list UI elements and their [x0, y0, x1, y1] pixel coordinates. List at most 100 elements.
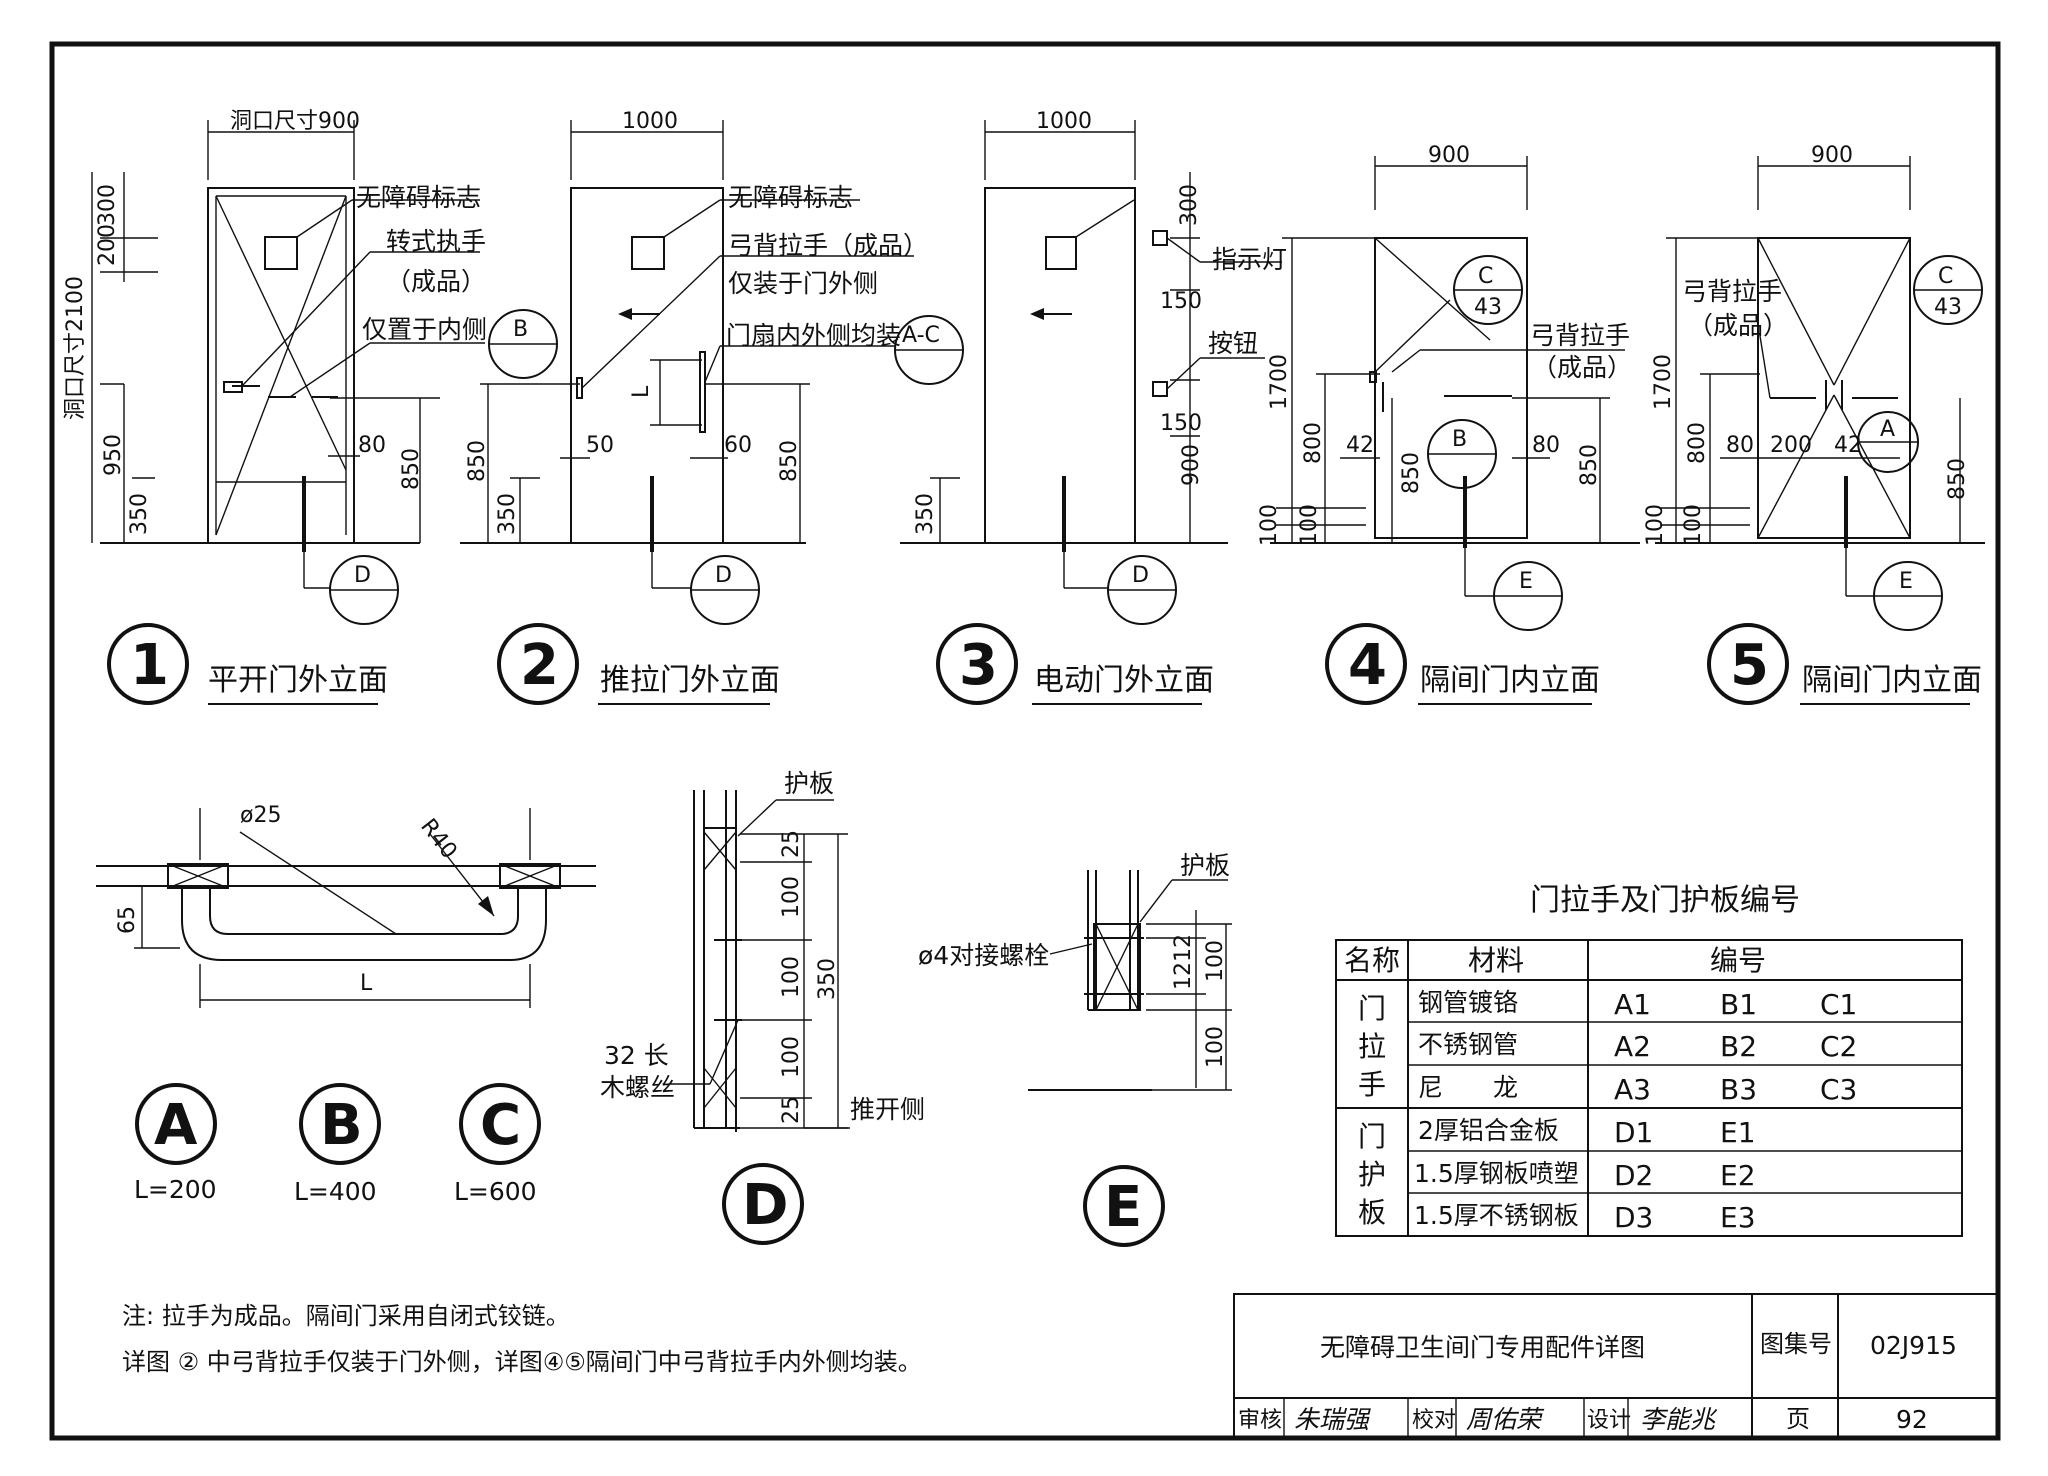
ref-e-letter: E: [1519, 569, 1533, 594]
table-header-name: 名称: [1344, 944, 1400, 977]
dim-200: 200: [95, 224, 120, 266]
dim-65: 65: [115, 906, 140, 934]
dim-100-b: 100: [1203, 1026, 1228, 1068]
dim-1700: 1700: [1651, 354, 1676, 410]
table-cell-code: B3: [1720, 1073, 1757, 1106]
dim-l: L: [629, 385, 654, 398]
handle-type-a-length: L=200: [134, 1175, 217, 1204]
label-bow-handle: 弓背拉手: [1530, 321, 1630, 350]
num-circle-1: [107, 623, 189, 705]
dim-850-left: 850: [1399, 452, 1424, 494]
accessibility-sign-icon: [264, 236, 298, 270]
ref-circle-d: [329, 555, 399, 625]
num-circle-3: [936, 623, 1018, 705]
elevation-1: 洞口尺寸900 洞口尺寸2100 300 200 950 350 80 850 …: [63, 109, 558, 705]
dim-width-4: 900: [1428, 143, 1470, 168]
table-title: 门拉手及门护板编号: [1530, 883, 1800, 918]
ref-43: 43: [1934, 295, 1962, 320]
ref-b-letter: B: [1452, 427, 1467, 452]
table-header-material: 材料: [1468, 944, 1524, 977]
dim-80: 80: [1726, 433, 1754, 458]
table-cell-code: A3: [1614, 1073, 1651, 1106]
ref-circle-b: [488, 309, 558, 379]
handle-types: A L=200 B L=400 C L=600: [134, 1083, 541, 1206]
label-outside-only: 仅装于门外侧: [728, 269, 878, 298]
label-bow-handle: 弓背拉手: [1682, 277, 1782, 306]
ref-d-letter: D: [1132, 563, 1149, 588]
dim-350: 350: [127, 493, 152, 535]
code-table: 门拉手及门护板编号 名称 材料 编号 门 拉 手 钢管镀铬 A1 B1 C1 不…: [1335, 883, 1963, 1237]
table-cell-material: 1.5厚钢板喷塑: [1414, 1159, 1579, 1188]
handle-type-b-letter: B: [320, 1093, 363, 1158]
ref-d-letter: D: [354, 563, 371, 588]
table-cell-code: D3: [1614, 1201, 1653, 1234]
dim-radius: R40: [415, 814, 461, 863]
dim-150-top: 150: [1160, 289, 1202, 314]
label-push-button: 按钮: [1208, 329, 1258, 358]
ref-a-c-letter: A-C: [902, 323, 940, 348]
table-cell-code: B1: [1720, 988, 1757, 1021]
caption-4: 隔间门内立面: [1420, 663, 1600, 698]
dim-width-2: 1000: [622, 109, 678, 134]
ref-circle-b: [1427, 419, 1497, 489]
num-circle-4: [1325, 623, 1407, 705]
title-block-page-no: 92: [1896, 1405, 1928, 1434]
dim-100-a: 100: [1257, 504, 1282, 546]
dim-850: 850: [399, 448, 424, 490]
title-block-check-sig: 周佑荣: [1466, 1405, 1545, 1434]
ref-d-letter: D: [715, 563, 732, 588]
label-bow-handle: 弓背拉手（成品）: [728, 231, 928, 260]
detail-d-circle: [722, 1163, 804, 1245]
handle-type-c-letter: C: [480, 1093, 521, 1158]
handle-type-b: [299, 1083, 381, 1165]
title-block-design-label: 设计: [1587, 1408, 1631, 1433]
num-1: 1: [130, 633, 169, 698]
dim-width-1: 洞口尺寸900: [230, 109, 360, 134]
detail-e-letter: E: [1104, 1175, 1142, 1240]
ref-e-letter: E: [1899, 569, 1913, 594]
table-cell-code: C1: [1820, 988, 1857, 1021]
ref-circle-d: [690, 555, 760, 625]
label-lever-handle: 转式执手: [386, 227, 486, 256]
dim-80: 80: [358, 433, 386, 458]
dim-800: 800: [1685, 422, 1710, 464]
table-cell-material: 1.5厚不锈钢板: [1414, 1201, 1579, 1230]
detail-d-letter: D: [742, 1173, 788, 1238]
table-cell-code: E3: [1720, 1201, 1756, 1234]
num-circle-5: [1707, 623, 1789, 705]
table-cell-code: D2: [1614, 1159, 1653, 1192]
dim-350: 350: [913, 493, 938, 535]
dim-900: 900: [1179, 444, 1204, 486]
dim-150-bottom: 150: [1160, 411, 1202, 436]
dim-300: 300: [1177, 184, 1202, 226]
ref-43: 43: [1474, 295, 1502, 320]
dim-850: 850: [1945, 458, 1970, 500]
arrow-left-icon: [1030, 308, 1044, 320]
accessibility-sign-icon: [1045, 236, 1077, 270]
detail-e-bolt: ø4对接螺栓: [918, 941, 1049, 970]
table-cell-code: A2: [1614, 1030, 1651, 1063]
detail-e-title: 护板: [1180, 851, 1230, 880]
table-cell-code: C3: [1820, 1073, 1857, 1106]
num-circle-2: [497, 623, 579, 705]
notes: 注: 拉手为成品。隔间门采用自闭式铰链。 详图 ② 中弓背拉手仅装于门外侧，详图…: [122, 1302, 922, 1376]
elevation-5: 900 1700 800 80 200 42 850 100 100 弓背拉手 …: [1643, 143, 1985, 705]
label-finished-product: （成品）: [1532, 353, 1632, 382]
title-block-review-label: 审核: [1238, 1408, 1282, 1433]
detail-d-title: 护板: [784, 769, 834, 798]
pull-handle-icon: [576, 377, 583, 399]
group-name-char: 护: [1358, 1158, 1386, 1191]
group-name-char: 门: [1358, 1120, 1386, 1153]
ref-c-letter: C: [1938, 264, 1953, 289]
dim-25-top: 25: [779, 830, 804, 858]
table-cell-material: 2厚铝合金板: [1418, 1116, 1559, 1145]
dim-1700: 1700: [1267, 354, 1292, 410]
note-line-2: 详图 ② 中弓背拉手仅装于门外侧，详图④⑤隔间门中弓背拉手内外侧均装。: [122, 1348, 922, 1376]
ref-circle-a-c: [894, 315, 964, 385]
dim-100-b: 100: [779, 956, 804, 998]
title-block-check-label: 校对: [1412, 1408, 1456, 1433]
dim-850-left: 850: [465, 440, 490, 482]
label-both-sides: 门扇内外侧均装: [726, 321, 901, 350]
label-indicator-light: 指示灯: [1212, 245, 1287, 274]
label-inside-only: 仅置于内侧: [362, 315, 487, 344]
